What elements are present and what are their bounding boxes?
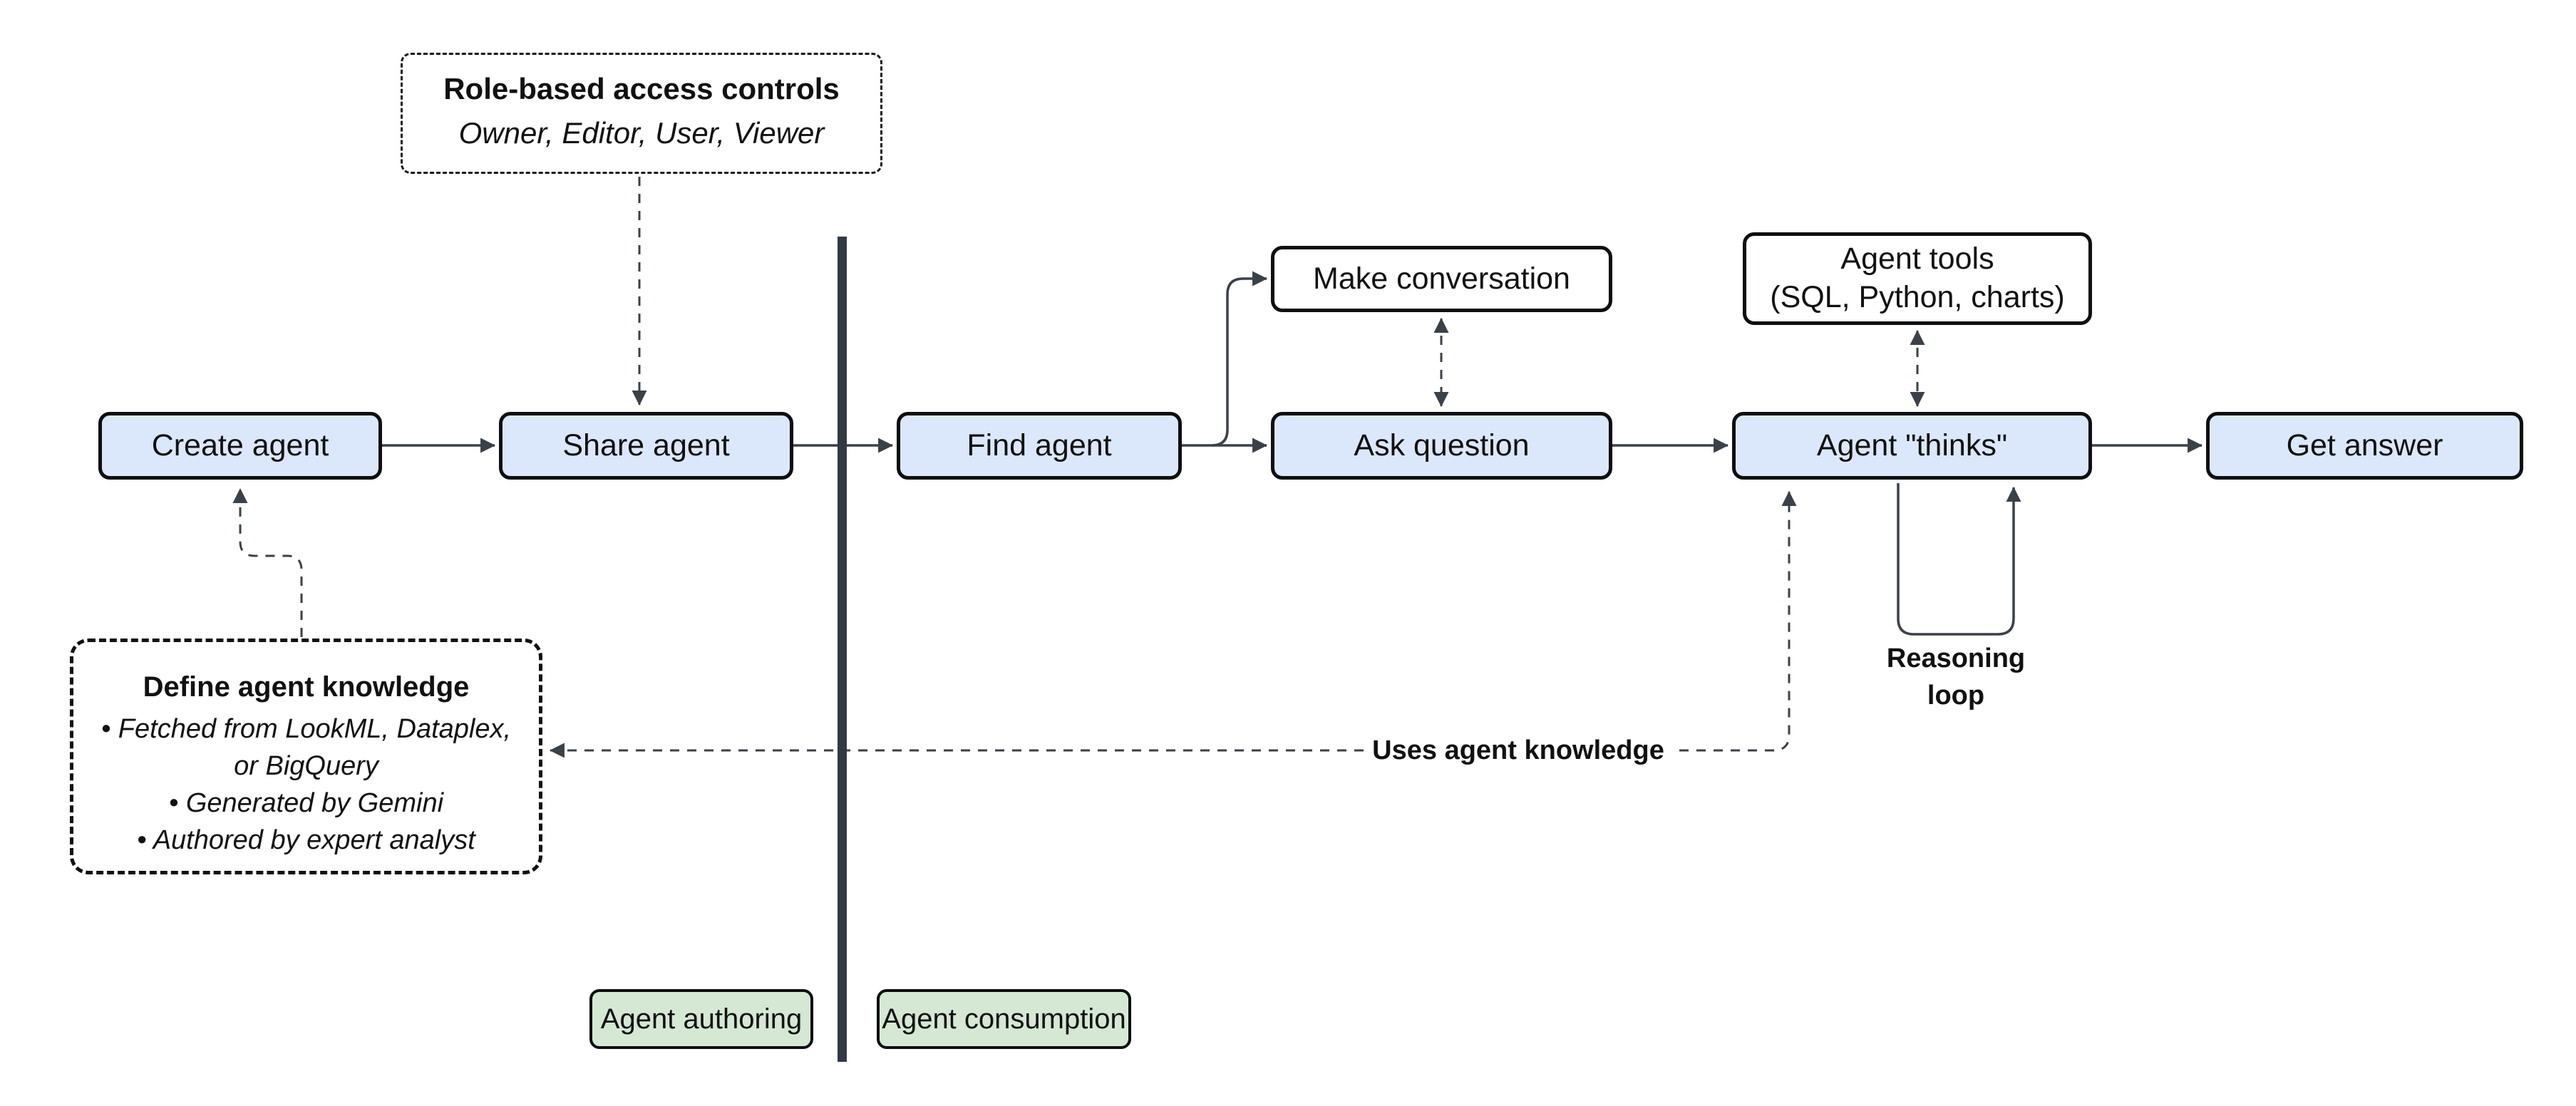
node-create-agent-label: Create agent (151, 428, 329, 462)
node-make-conversation-label: Make conversation (1313, 261, 1570, 296)
reasoning-loop-label-line2: loop (1927, 681, 1985, 710)
role-access-roles: Owner, Editor, User, Viewer (458, 116, 825, 150)
connector-reasoning-loop (1897, 483, 2021, 636)
zone-agent-consumption[interactable]: Agent consumption (877, 989, 1131, 1049)
connector-knowledge-to-create (232, 487, 303, 637)
reasoning-loop-label: Reasoning loop (1887, 640, 2025, 714)
node-ask-question[interactable]: Ask question (1271, 412, 1612, 480)
node-agent-thinks-label: Agent "thinks" (1816, 428, 2008, 462)
swimlane-divider (838, 237, 847, 1062)
zone-agent-consumption-label: Agent consumption (882, 1003, 1126, 1035)
knowledge-bullet-analyst: • Authored by expert analyst (137, 825, 475, 855)
connector-find-to-make-conversation (1211, 271, 1268, 447)
node-find-agent-label: Find agent (967, 428, 1112, 462)
node-make-conversation[interactable]: Make conversation (1271, 246, 1612, 312)
agent-knowledge-callout[interactable]: Define agent knowledge • Fetched from Lo… (70, 639, 542, 874)
agent-knowledge-title: Define agent knowledge (143, 671, 470, 703)
node-agent-tools[interactable]: Agent tools (SQL, Python, charts) (1743, 232, 2092, 325)
zone-agent-authoring[interactable]: Agent authoring (589, 989, 813, 1049)
connector-uses-knowledge (549, 490, 1797, 758)
knowledge-bullet-gemini: • Generated by Gemini (168, 788, 444, 818)
node-agent-tools-label-line2: (SQL, Python, charts) (1770, 280, 2065, 314)
role-access-callout[interactable]: Role-based access controls Owner, Editor… (401, 53, 882, 174)
role-access-title: Role-based access controls (443, 72, 840, 105)
zone-agent-authoring-label: Agent authoring (600, 1003, 803, 1035)
node-get-answer[interactable]: Get answer (2206, 412, 2523, 480)
node-ask-question-label: Ask question (1354, 428, 1530, 462)
node-share-agent-label: Share agent (562, 428, 730, 462)
node-create-agent[interactable]: Create agent (98, 412, 382, 480)
node-find-agent[interactable]: Find agent (897, 412, 1182, 480)
node-agent-thinks[interactable]: Agent "thinks" (1732, 412, 2092, 480)
node-share-agent[interactable]: Share agent (499, 412, 793, 480)
knowledge-bullet-fetched-line1: • Fetched from LookML, Dataplex, (101, 714, 512, 744)
reasoning-loop-label-line1: Reasoning (1886, 644, 2026, 673)
knowledge-bullet-fetched-line2: or BigQuery (234, 751, 378, 781)
node-agent-tools-label-line1: Agent tools (1840, 242, 1994, 276)
uses-agent-knowledge-label: Uses agent knowledge (1364, 732, 1673, 769)
node-get-answer-label: Get answer (2286, 428, 2443, 462)
